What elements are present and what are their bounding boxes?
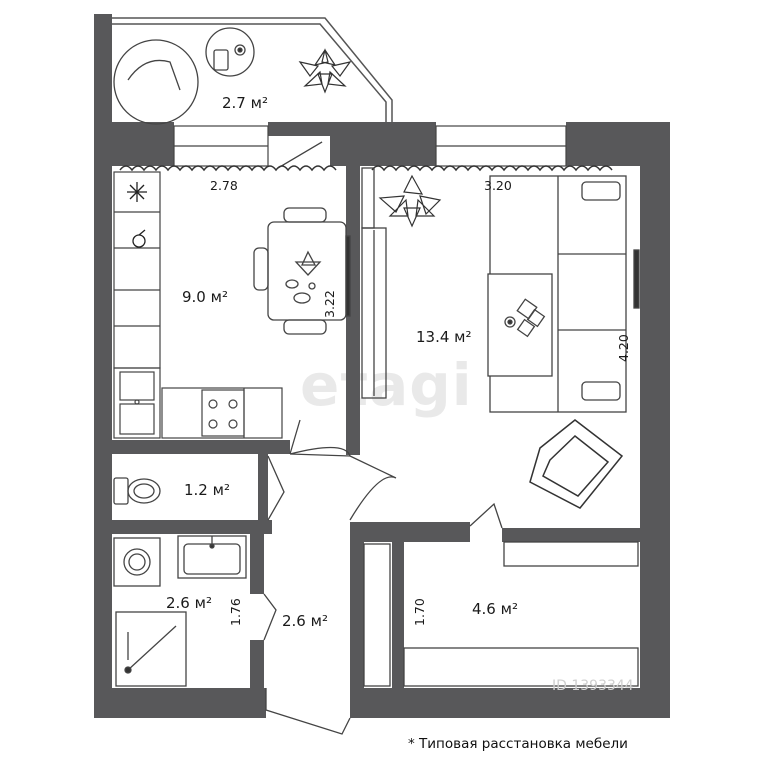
coffee-table (487, 273, 553, 377)
area-balcony: 2.7 м² (222, 94, 268, 112)
doors (263, 419, 503, 735)
area-hall: 2.6 м² (282, 612, 328, 630)
balcony-side-table (205, 27, 255, 77)
balcony-outline (112, 17, 393, 122)
furniture-footnote: * Типовая расстановка мебели (408, 736, 628, 752)
area-kitchen: 9.0 м² (182, 288, 228, 306)
dim-storage-depth: 1.70 (412, 598, 427, 626)
dim-living-width: 3.20 (484, 178, 512, 193)
area-storage: 4.6 м² (472, 600, 518, 618)
washing-machine (113, 537, 161, 587)
dining-table (253, 207, 351, 335)
oven-icon (132, 229, 146, 248)
storage-shelves (363, 541, 639, 687)
area-living: 13.4 м² (416, 328, 472, 346)
listing-id-watermark: ID 1393344 (552, 678, 634, 694)
windows (173, 125, 567, 167)
balcony-chair (113, 39, 199, 125)
balcony-door[interactable] (277, 141, 323, 169)
dim-living-depth: 4.20 (616, 334, 631, 362)
wardrobe (361, 167, 387, 399)
dim-kitchen-width: 2.78 (210, 178, 238, 193)
dim-bath-width: 1.76 (228, 598, 243, 626)
sink (177, 535, 247, 579)
snowflake-icon (127, 182, 147, 202)
area-bathroom: 2.6 м² (166, 594, 212, 612)
curtains (119, 165, 613, 172)
toilet-fixture (113, 477, 161, 505)
balcony-plant (298, 48, 352, 94)
kitchen-cabinets (113, 171, 283, 439)
armchair (529, 419, 624, 509)
dim-kitchen-depth: 3.22 (322, 290, 337, 318)
shower (115, 611, 187, 687)
area-toilet: 1.2 м² (184, 481, 230, 499)
walls (94, 14, 670, 718)
living-plant (378, 174, 442, 228)
